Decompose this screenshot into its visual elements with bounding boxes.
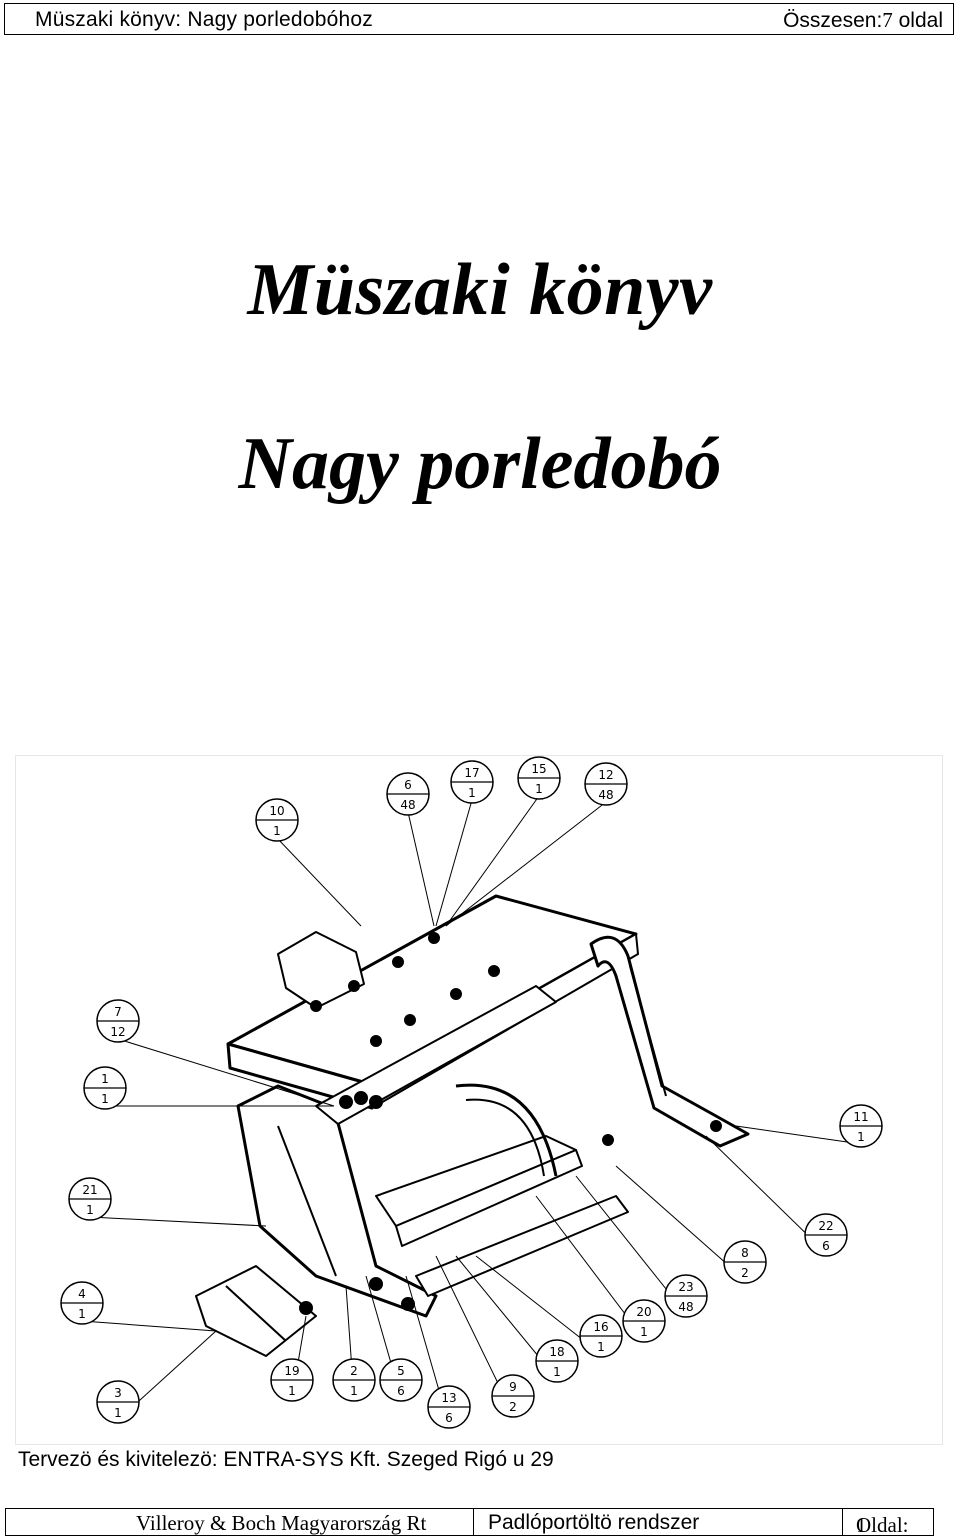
- balloon-bottom-text: 48: [598, 788, 613, 802]
- leader-line: [117, 1038, 335, 1107]
- header-total-label: Összesen:: [783, 9, 883, 32]
- balloon-top-text: 11: [853, 1110, 868, 1124]
- frame-structure: [195, 894, 750, 1357]
- balloon-top-text: 3: [114, 1386, 122, 1400]
- balloon-top-text: 22: [818, 1219, 833, 1233]
- balloon-top-text: 21: [82, 1183, 97, 1197]
- balloon-bottom-text: 1: [535, 782, 543, 796]
- leader-line: [81, 1320, 217, 1332]
- leader-line: [445, 795, 540, 927]
- balloon-bottom-text: 1: [78, 1307, 86, 1321]
- balloon-bottom-text: 1: [857, 1130, 865, 1144]
- page-footer: Villeroy & Boch Magyarország Rt Padlópor…: [5, 1508, 934, 1537]
- header-total-pages: Összesen:7 oldal: [783, 8, 943, 33]
- header-total-unit: oldal: [892, 9, 943, 32]
- part-balloon: 226: [804, 1213, 848, 1257]
- balloon-top-text: 1: [101, 1072, 109, 1086]
- balloon-top-text: 12: [598, 768, 613, 782]
- balloon-top-text: 17: [464, 766, 479, 780]
- balloon-top-text: 10: [269, 804, 284, 818]
- balloon-top-text: 13: [441, 1391, 456, 1405]
- balloon-top-text: 15: [531, 762, 546, 776]
- page-header: Müszaki könyv: Nagy porledobóhoz Összese…: [4, 3, 954, 35]
- balloon-bottom-text: 6: [445, 1411, 453, 1425]
- header-document-title: Müszaki könyv: Nagy porledobóhoz: [35, 8, 373, 31]
- balloon-top-text: 5: [397, 1364, 405, 1378]
- balloon-top-text: 2: [350, 1364, 358, 1378]
- footer-system: Padlóportöltö rendszer: [488, 1511, 700, 1534]
- part-balloon: 136: [427, 1385, 471, 1429]
- footer-page-label: Oldal:: [856, 1513, 909, 1537]
- part-balloon: 101: [255, 798, 299, 842]
- part-balloon: 712: [96, 999, 140, 1043]
- balloon-top-text: 16: [593, 1320, 608, 1334]
- part-balloon: 648: [386, 772, 430, 816]
- part-balloon: 31: [96, 1380, 140, 1424]
- balloon-bottom-text: 1: [640, 1325, 648, 1339]
- balloon-top-text: 7: [114, 1005, 122, 1019]
- leader-line: [276, 837, 362, 927]
- leader-line: [445, 801, 607, 927]
- leader-line: [407, 811, 435, 927]
- balloon-bottom-text: 48: [400, 798, 415, 812]
- part-balloon: 11: [83, 1066, 127, 1110]
- part-balloon: 92: [491, 1374, 535, 1418]
- main-title: Müszaki könyv: [247, 249, 713, 331]
- balloon-top-text: 9: [509, 1380, 517, 1394]
- leader-line: [89, 1216, 267, 1227]
- balloon-bottom-text: 12: [110, 1025, 125, 1039]
- part-balloon: 41: [60, 1281, 104, 1325]
- main-subtitle: Nagy porledobó: [238, 423, 722, 505]
- part-balloon: 161: [579, 1314, 623, 1358]
- part-balloon: 56: [379, 1358, 423, 1402]
- leader-line: [735, 1125, 862, 1145]
- footer-divider: [842, 1509, 843, 1535]
- part-balloon: 111: [839, 1104, 883, 1148]
- balloon-top-text: 23: [678, 1280, 693, 1294]
- balloon-bottom-text: 6: [397, 1384, 405, 1398]
- part-balloon: 201: [622, 1299, 666, 1343]
- part-balloon: 191: [270, 1358, 314, 1402]
- designer-credit: Tervezö és kivitelezö: ENTRA-SYS Kft. Sz…: [18, 1448, 554, 1471]
- header-total-number: 7: [882, 8, 893, 32]
- balloon-top-text: 6: [404, 778, 412, 792]
- balloon-top-text: 20: [636, 1305, 651, 1319]
- balloon-bottom-text: 48: [678, 1300, 693, 1314]
- balloon-bottom-text: 2: [509, 1400, 517, 1414]
- balloon-bottom-text: 1: [273, 824, 281, 838]
- leader-line: [435, 799, 473, 927]
- balloon-bottom-text: 6: [822, 1239, 830, 1253]
- part-balloon: 211: [68, 1177, 112, 1221]
- balloon-bottom-text: 1: [114, 1406, 122, 1420]
- footer-company: Villeroy & Boch Magyarország Rt: [136, 1511, 427, 1535]
- balloon-top-text: 19: [284, 1364, 299, 1378]
- leader-lines: [81, 795, 862, 1426]
- balloon-bottom-text: 1: [86, 1203, 94, 1217]
- balloon-bottom-text: 1: [468, 786, 476, 800]
- balloon-bottom-text: 2: [741, 1266, 749, 1280]
- part-balloon: 181: [535, 1339, 579, 1383]
- part-balloon: 82: [723, 1240, 767, 1284]
- balloon-bottom-text: 1: [350, 1384, 358, 1398]
- balloon-top-text: 18: [549, 1345, 564, 1359]
- balloon-top-text: 4: [78, 1287, 86, 1301]
- balloon-bottom-text: 1: [288, 1384, 296, 1398]
- balloon-bottom-text: 1: [101, 1092, 109, 1106]
- balloon-bottom-text: 1: [597, 1340, 605, 1354]
- footer-divider: [473, 1509, 474, 1535]
- part-balloon: 21: [332, 1358, 376, 1402]
- footer-page-number: 1: [856, 1513, 867, 1537]
- part-balloon: 171: [450, 760, 494, 804]
- balloon-top-text: 8: [741, 1246, 749, 1260]
- part-balloon: 151: [517, 756, 561, 800]
- balloon-bottom-text: 1: [553, 1365, 561, 1379]
